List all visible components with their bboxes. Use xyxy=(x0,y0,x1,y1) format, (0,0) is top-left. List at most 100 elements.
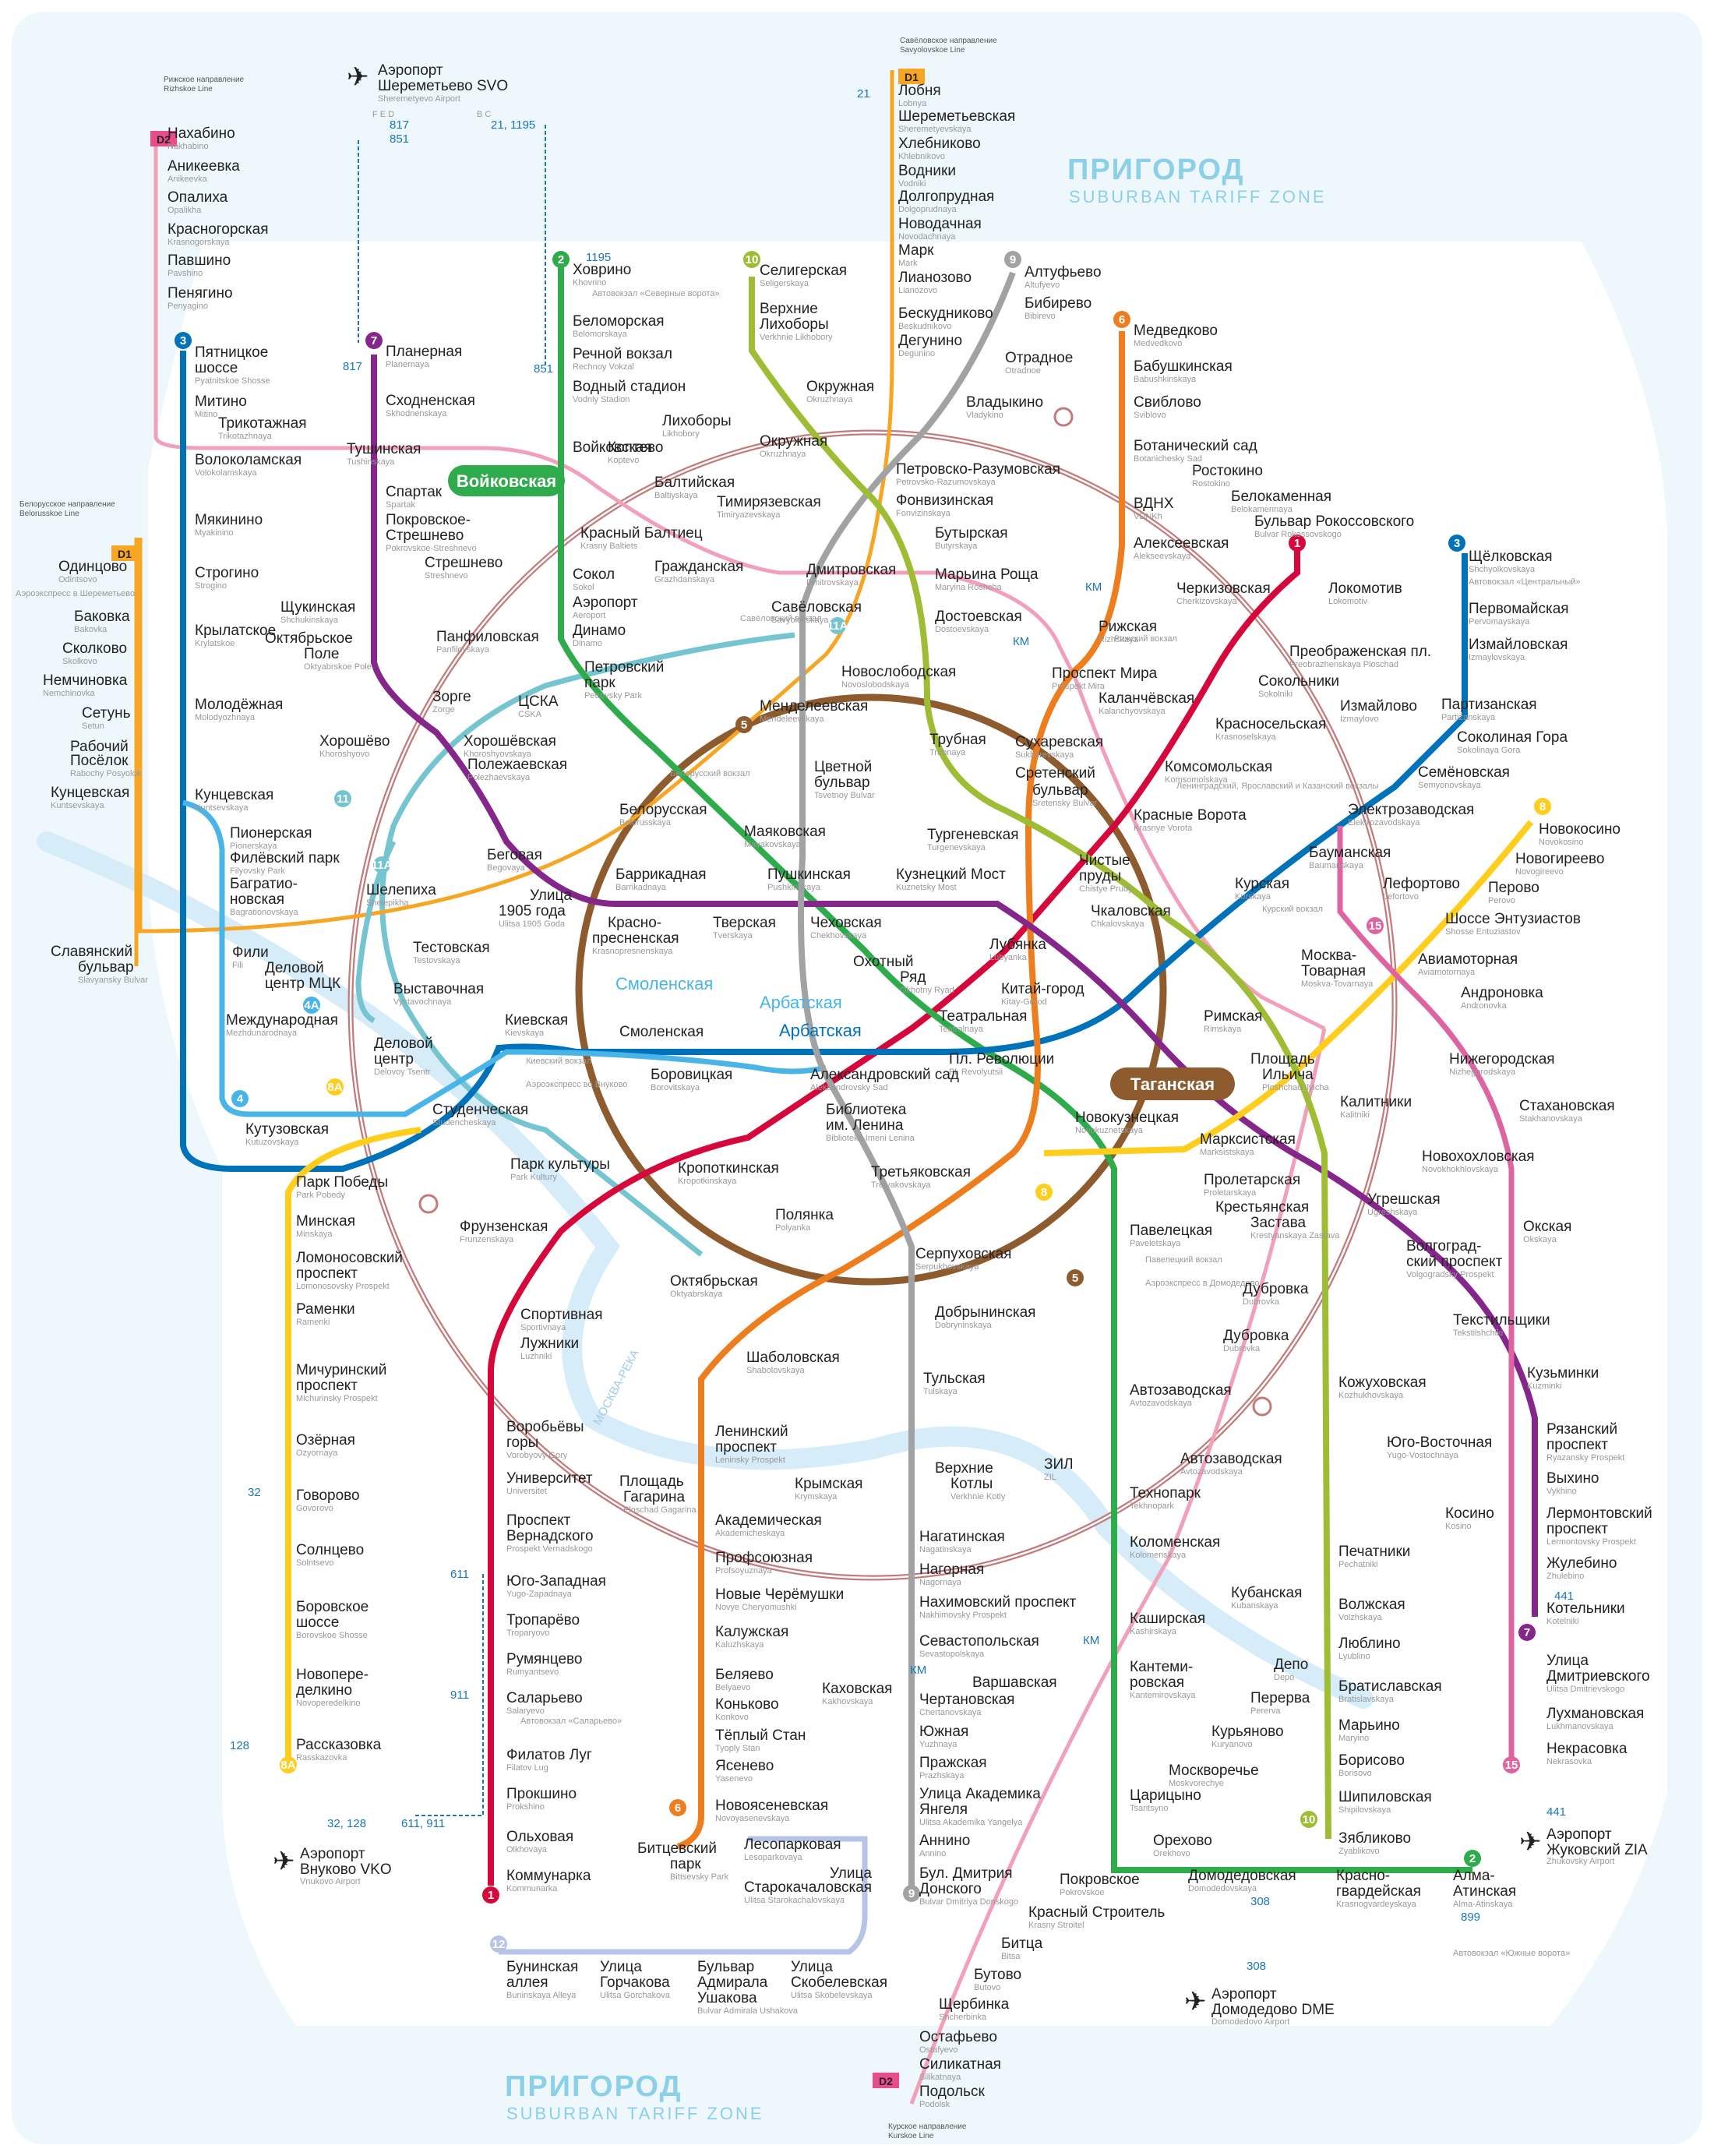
station[interactable]: Улица xyxy=(791,1959,833,1975)
station[interactable]: Красно- xyxy=(608,915,661,931)
station[interactable]: Варшавская xyxy=(972,1674,1057,1691)
station[interactable]: Цветной xyxy=(814,759,872,775)
highlight-voykovskaya[interactable]: Войковская xyxy=(448,465,565,496)
station[interactable]: Бульвар xyxy=(697,1959,754,1975)
station[interactable]: Сретенский xyxy=(1015,765,1095,782)
station[interactable]: Войковская xyxy=(573,439,652,456)
station[interactable]: Петровский xyxy=(584,659,664,676)
station[interactable]: Багратио- xyxy=(230,876,298,892)
station[interactable]: Бунинская xyxy=(506,1959,578,1975)
station[interactable]: Рабочий xyxy=(70,739,129,755)
station[interactable]: Петровско-РазумовскаяPetrovsko-Razumovsk… xyxy=(896,461,1060,487)
station[interactable]: Библиотека xyxy=(826,1102,907,1118)
station[interactable]: Улица xyxy=(1546,1653,1589,1669)
station[interactable]: Бул. Дмитрия xyxy=(919,1865,1013,1882)
airport-dme[interactable]: ✈ Аэропорт Домодедово DME Domodedovo Air… xyxy=(1184,1986,1335,2027)
